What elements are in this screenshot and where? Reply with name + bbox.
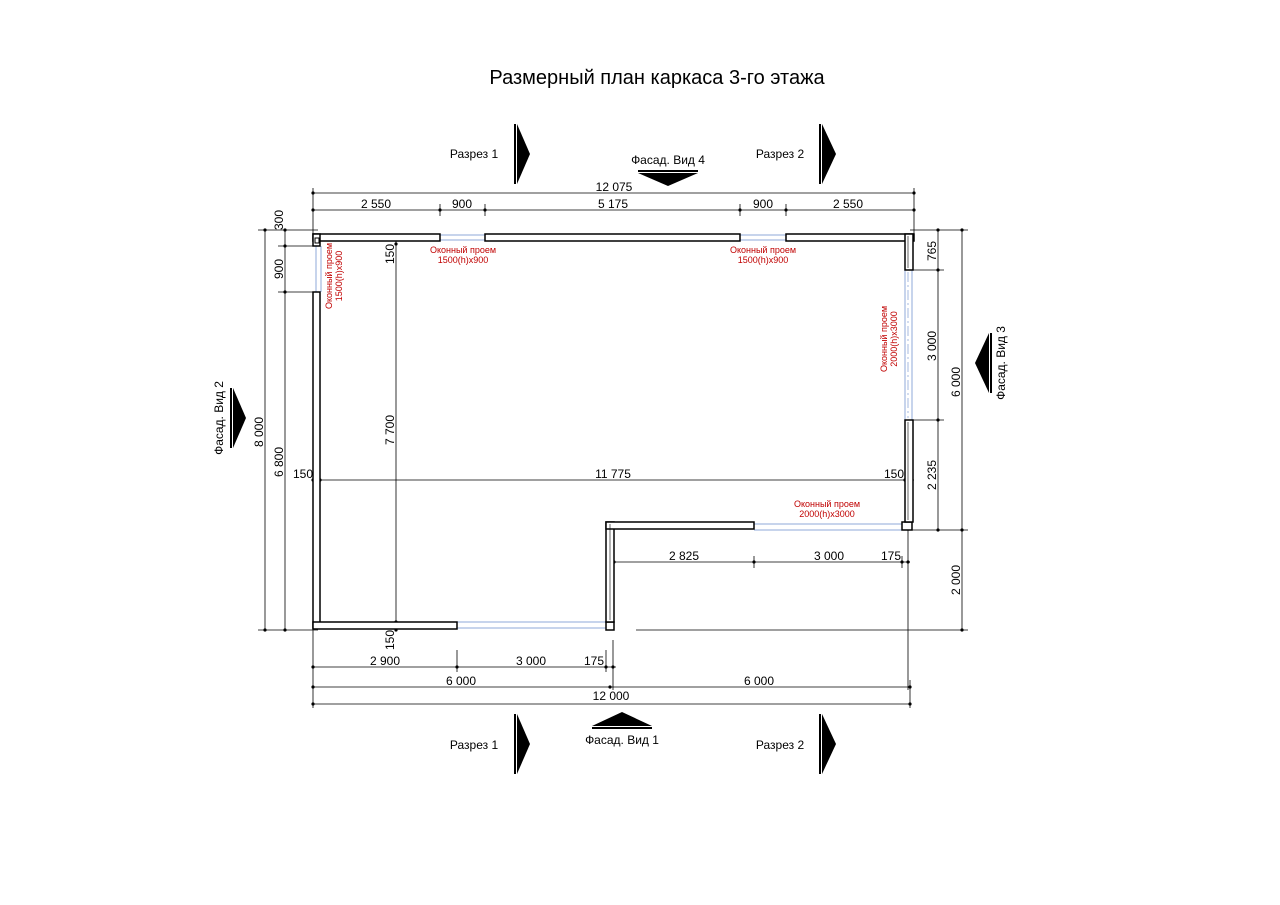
facade-label: Фасад. Вид 4 <box>631 153 705 167</box>
dim-mid-11775: 11 775 <box>595 467 631 481</box>
section-marker-top-right: Разрез 2 <box>756 124 836 184</box>
svg-text:Оконный проем: Оконный проем <box>730 245 796 255</box>
dim-right-765: 765 <box>925 241 939 261</box>
facade-label: Фасад. Вид 2 <box>212 381 226 455</box>
dim-left-900: 900 <box>272 259 286 279</box>
dim-bot-175: 175 <box>584 654 604 668</box>
facade-marker-right: Фасад. Вид 3 <box>975 326 1008 400</box>
svg-text:1500(h)x900: 1500(h)x900 <box>334 251 344 302</box>
dim-inner-7700: 7 700 <box>383 415 397 445</box>
facade-marker-left: Фасад. Вид 2 <box>212 381 246 455</box>
svg-text:Оконный проем: Оконный проем <box>879 306 889 372</box>
window-label-top-left: Оконный проем 1500(h)x900 <box>430 245 496 265</box>
dim-left-300: 300 <box>272 210 286 230</box>
dim-left-6800: 6 800 <box>272 447 286 477</box>
section-marker-top-left: Разрез 1 <box>450 124 530 184</box>
svg-text:Оконный проем: Оконный проем <box>324 243 334 309</box>
dim-bot-3000: 3 000 <box>516 654 546 668</box>
dim-mid-150-left: 150 <box>293 467 313 481</box>
dim-top-total: 12 075 <box>596 180 633 194</box>
wall-details <box>314 236 909 620</box>
dim-bot-total: 12 000 <box>593 689 630 703</box>
svg-text:2000(h)x3000: 2000(h)x3000 <box>889 311 899 367</box>
dim-right-2000: 2 000 <box>949 565 963 595</box>
dim-top-d: 900 <box>753 197 773 211</box>
window-label-step: Оконный проем 2000(h)x3000 <box>794 499 860 519</box>
dim-right-2235: 2 235 <box>925 460 939 490</box>
svg-text:Оконный проем: Оконный проем <box>430 245 496 255</box>
dim-left-8000: 8 000 <box>252 417 266 447</box>
section-label: Разрез 2 <box>756 147 805 161</box>
dim-top-c: 5 175 <box>598 197 628 211</box>
dim-top-a: 2 550 <box>361 197 391 211</box>
dim-inner-150-bottom: 150 <box>383 630 397 650</box>
dim-top-b: 900 <box>452 197 472 211</box>
dim-right-6000: 6 000 <box>949 367 963 397</box>
dim-step-3000: 3 000 <box>814 549 844 563</box>
section-label: Разрез 1 <box>450 147 499 161</box>
facade-marker-top: Фасад. Вид 4 <box>631 153 705 186</box>
page-title: Размерный план каркаса 3-го этажа <box>489 67 825 89</box>
dim-bot-6000-left: 6 000 <box>446 674 476 688</box>
dim-right-3000: 3 000 <box>925 331 939 361</box>
window-label-left: Оконный проем 1500(h)x900 <box>324 243 344 309</box>
section-label: Разрез 1 <box>450 738 499 752</box>
section-label: Разрез 2 <box>756 738 805 752</box>
dim-top-e: 2 550 <box>833 197 863 211</box>
window-label-right: Оконный проем 2000(h)x3000 <box>879 306 899 372</box>
facade-marker-bottom: Фасад. Вид 1 <box>585 712 659 747</box>
svg-text:Оконный проем: Оконный проем <box>794 499 860 509</box>
svg-text:2000(h)x3000: 2000(h)x3000 <box>799 509 855 519</box>
window-label-top-right: Оконный проем 1500(h)x900 <box>730 245 796 265</box>
svg-text:1500(h)x900: 1500(h)x900 <box>438 255 489 265</box>
dim-step-2825: 2 825 <box>669 549 699 563</box>
dim-mid-150-right: 150 <box>884 467 904 481</box>
dim-bot-6000-right: 6 000 <box>744 674 774 688</box>
section-marker-bottom-left: Разрез 1 <box>450 714 530 774</box>
dim-step-175: 175 <box>881 549 901 563</box>
section-marker-bottom-right: Разрез 2 <box>756 714 836 774</box>
facade-label: Фасад. Вид 3 <box>994 326 1008 400</box>
walls <box>312 233 915 631</box>
window-openings <box>315 234 913 629</box>
dim-bot-2900: 2 900 <box>370 654 400 668</box>
dim-inner-150-top: 150 <box>383 244 397 264</box>
dimension-lines <box>258 188 968 708</box>
svg-text:1500(h)x900: 1500(h)x900 <box>738 255 789 265</box>
facade-label: Фасад. Вид 1 <box>585 733 659 747</box>
